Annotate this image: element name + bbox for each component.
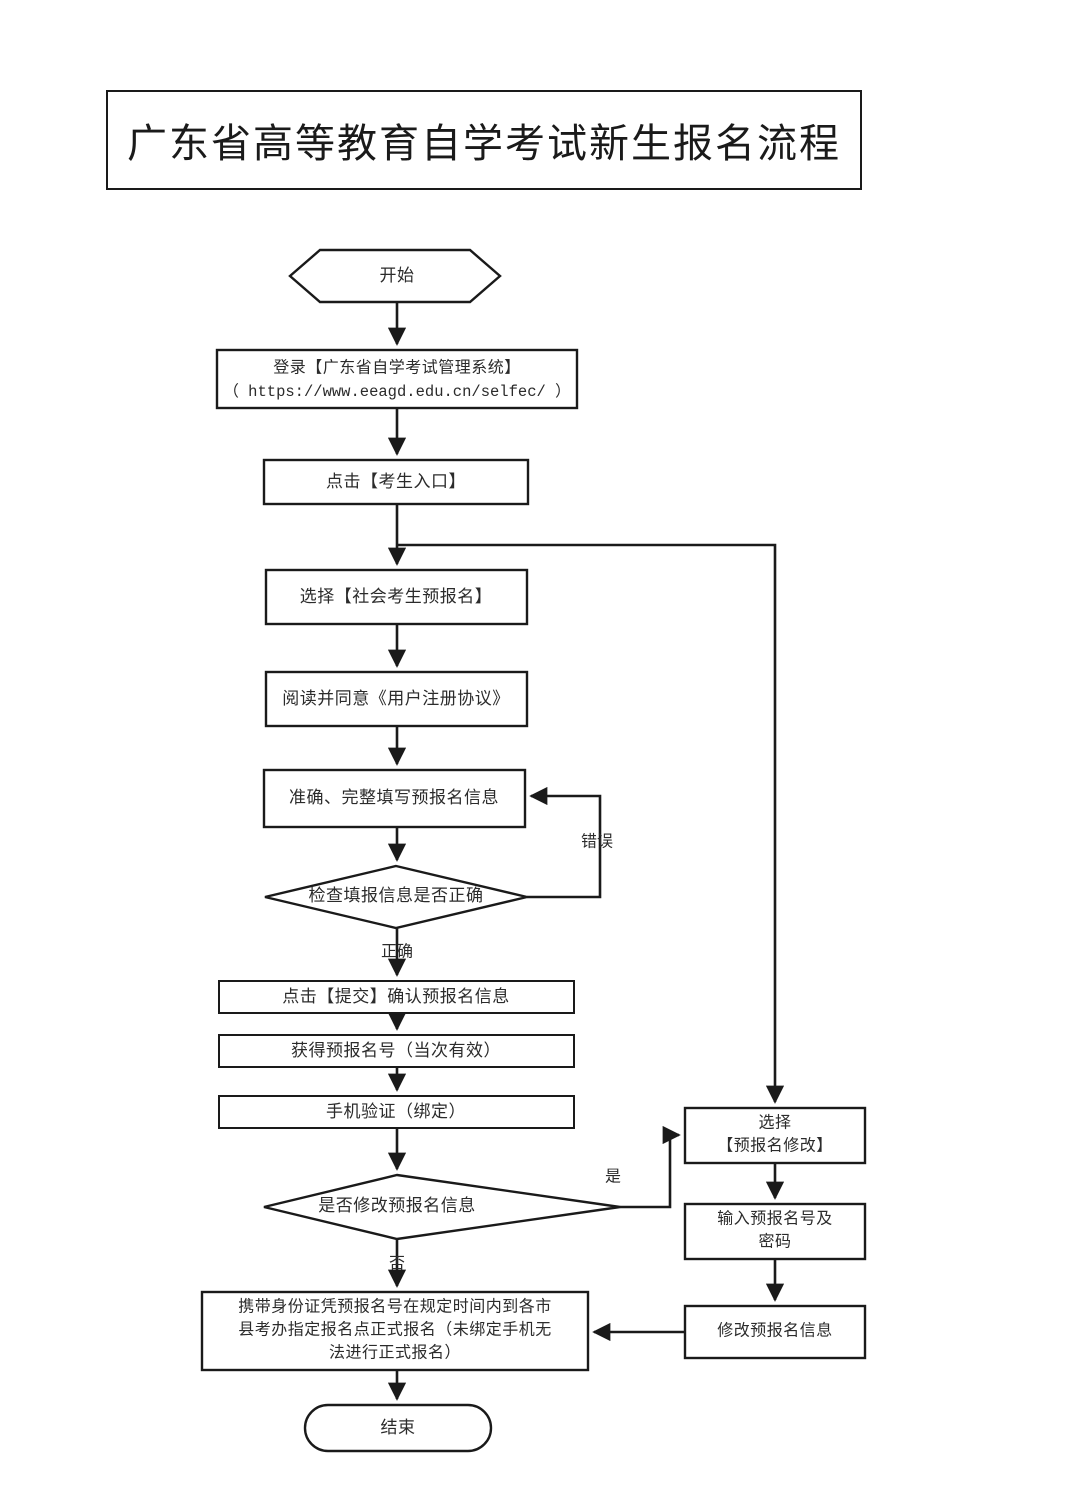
- phone-verify-label: 手机验证（绑定）: [326, 1102, 466, 1121]
- node-submit-confirm[interactable]: 点击【提交】确认预报名信息: [218, 980, 575, 1014]
- node-end[interactable]: 结束: [303, 1403, 493, 1453]
- node-get-number[interactable]: 获得预报名号（当次有效）: [218, 1034, 575, 1068]
- node-modify-decision[interactable]: 是否修改预报名信息: [263, 1173, 621, 1241]
- edge-label-correct: 正确: [381, 943, 413, 961]
- get-number-label: 获得预报名号（当次有效）: [291, 1041, 501, 1060]
- select-pre-register-box-shape: [264, 568, 529, 626]
- node-select-modify[interactable]: 选择 【预报名修改】: [683, 1106, 867, 1165]
- node-select-pre-register[interactable]: 选择【社会考生预报名】: [264, 568, 529, 626]
- enter-number-password-line2: 密码: [758, 1233, 791, 1251]
- formal-register-line3: 法进行正式报名）: [329, 1344, 461, 1362]
- node-phone-verify[interactable]: 手机验证（绑定）: [218, 1095, 575, 1129]
- modify-info-box-shape: [683, 1304, 867, 1360]
- node-enter-number-password[interactable]: 输入预报名号及 密码: [683, 1202, 867, 1261]
- enter-number-password-line1: 输入预报名号及: [717, 1210, 833, 1228]
- submit-confirm-box-shape: [218, 980, 575, 1014]
- select-modify-line1: 选择: [758, 1114, 791, 1132]
- chart-title-box: 广东省高等教育自学考试新生报名流程: [106, 90, 862, 190]
- edge-label-error: 错误: [581, 833, 613, 851]
- select-modify-line2: 【预报名修改】: [717, 1137, 833, 1155]
- select-modify-box-shape: [683, 1106, 867, 1165]
- check-info-diamond-shape: [264, 864, 528, 930]
- phone-verify-box-shape: [218, 1095, 575, 1129]
- edge-entry-branch-to-modify: [397, 543, 785, 1104]
- modify-info-label: 修改预报名信息: [717, 1322, 833, 1340]
- candidate-entry-box-shape: [262, 458, 530, 506]
- formal-register-line2: 县考办指定报名点正式报名（未绑定手机无: [238, 1321, 552, 1339]
- login-url: （ https://www.eeagd.edu.cn/selfec/ ）: [223, 383, 570, 401]
- edge-label-no: 否: [389, 1256, 405, 1273]
- fill-info-box-shape: [262, 768, 527, 829]
- edge-decision-yes-to-modify: [620, 1125, 681, 1209]
- login-box-shape: [215, 348, 579, 410]
- page-title: 广东省高等教育自学考试新生报名流程: [127, 121, 841, 166]
- read-agreement-label: 阅读并同意《用户注册协议》: [282, 689, 510, 708]
- end-rounded-shape: [303, 1403, 493, 1453]
- select-pre-register-label: 选择【社会考生预报名】: [300, 587, 493, 606]
- edge-labels: 错误 正确 是 否: [381, 833, 621, 1273]
- node-read-agreement[interactable]: 阅读并同意《用户注册协议》: [264, 670, 529, 728]
- node-check-info[interactable]: 检查填报信息是否正确: [264, 864, 528, 930]
- node-fill-info[interactable]: 准确、完整填写预报名信息: [262, 768, 527, 829]
- node-modify-info[interactable]: 修改预报名信息: [683, 1304, 867, 1360]
- node-start[interactable]: 开始: [288, 248, 502, 304]
- candidate-entry-label: 点击【考生入口】: [326, 472, 466, 491]
- modify-decision-diamond-shape: [263, 1173, 621, 1241]
- enter-number-password-box-shape: [683, 1202, 867, 1261]
- start-hexagon-shape: [288, 248, 502, 304]
- formal-register-box-shape: [200, 1290, 590, 1372]
- node-login[interactable]: 登录【广东省自学考试管理系统】 （ https://www.eeagd.edu.…: [215, 348, 579, 410]
- start-label: 开始: [380, 266, 415, 285]
- fill-info-label: 准确、完整填写预报名信息: [289, 788, 499, 807]
- end-label: 结束: [381, 1418, 416, 1437]
- edge-check-error-loop: [527, 786, 602, 899]
- edge-label-yes: 是: [605, 1169, 621, 1186]
- formal-register-line1: 携带身份证凭预报名号在规定时间内到各市: [238, 1298, 552, 1316]
- login-label-line1: 登录【广东省自学考试管理系统】: [273, 359, 521, 377]
- read-agreement-box-shape: [264, 670, 529, 728]
- get-number-box-shape: [218, 1034, 575, 1068]
- node-candidate-entry[interactable]: 点击【考生入口】: [262, 458, 530, 506]
- check-info-label: 检查填报信息是否正确: [309, 886, 484, 905]
- connectors: [387, 302, 785, 1401]
- modify-decision-label: 是否修改预报名信息: [318, 1196, 476, 1215]
- node-formal-register[interactable]: 携带身份证凭预报名号在规定时间内到各市 县考办指定报名点正式报名（未绑定手机无 …: [200, 1290, 590, 1372]
- submit-confirm-label: 点击【提交】确认预报名信息: [282, 987, 510, 1006]
